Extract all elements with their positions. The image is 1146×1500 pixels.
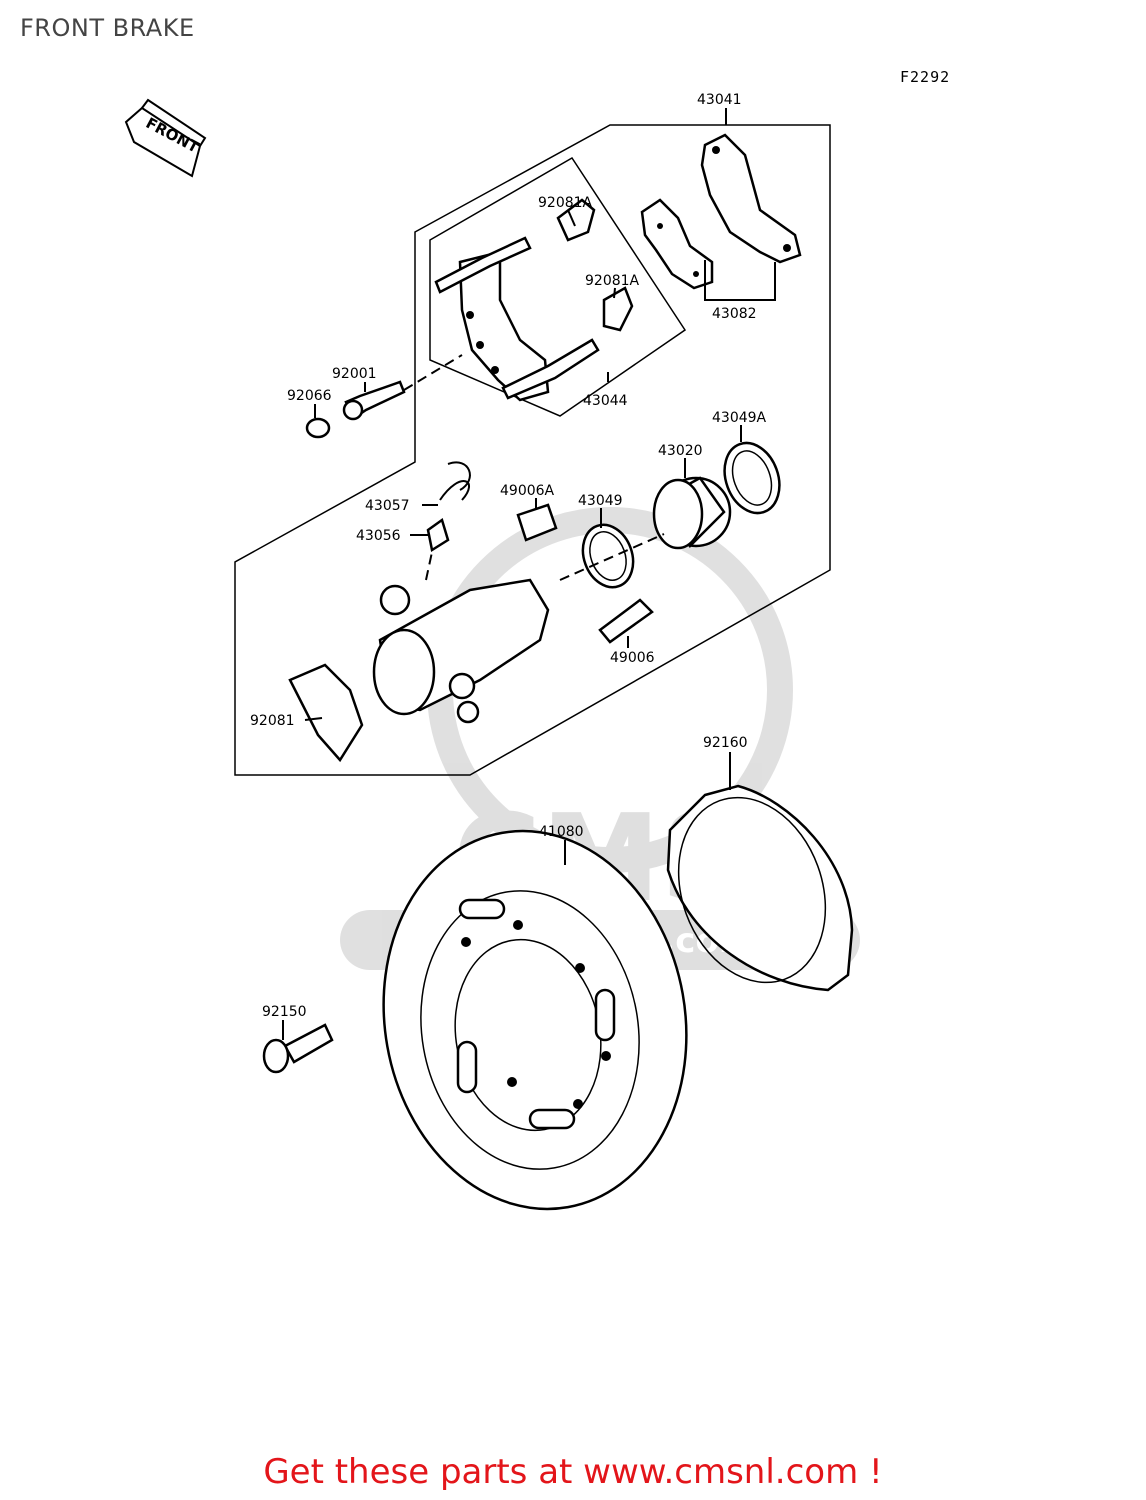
caliper-bolt: [342, 380, 406, 421]
dust-seal: [723, 441, 781, 515]
part-label: 43057: [365, 498, 410, 514]
page-title: FRONT BRAKE: [20, 14, 195, 42]
leader-lines: [282, 108, 776, 1040]
caliper-spring: [288, 663, 364, 763]
part-label: 43082: [712, 306, 757, 322]
pad-spring-upper: [556, 198, 596, 242]
part-labels: 43041 92081A 92081A 43082 92001 92066 43…: [250, 92, 767, 1020]
brake-pad-inner: [640, 198, 714, 290]
caliper-assembly-outline: [234, 124, 831, 776]
part-label: 49006: [610, 650, 655, 666]
bracket-subassembly-outline: [429, 156, 687, 417]
part-label: 43049: [578, 493, 623, 509]
part-label: 92081A: [585, 273, 640, 289]
bolt-cap: [305, 417, 331, 439]
figure-ref: F2292: [900, 68, 950, 86]
part-label: 43044: [583, 393, 628, 409]
part-label: 49006A: [500, 483, 555, 499]
brake-disc: [382, 829, 688, 1211]
front-arrow-label: FRONT: [143, 114, 203, 157]
front-direction-arrow: FRONT: [124, 98, 207, 178]
part-label: 43056: [356, 528, 401, 544]
bleeder-valve: [426, 517, 450, 553]
part-label: 43020: [658, 443, 703, 459]
dust-boot-small: [516, 503, 558, 542]
caliper-body: [372, 578, 550, 724]
part-label: 92001: [332, 366, 377, 382]
pad-spring-lower: [602, 286, 634, 332]
part-label: 92081: [250, 713, 295, 729]
part-label: 92081A: [538, 195, 593, 211]
part-label: 43041: [697, 92, 742, 108]
slide-pin: [598, 598, 654, 644]
caliper-bracket: [434, 236, 600, 402]
caliper-piston: [652, 476, 732, 550]
bleeder-cap: [439, 461, 471, 501]
brake-pad-outer: [700, 133, 802, 264]
part-label: 43049A: [712, 410, 767, 426]
disc-bolt: [262, 1023, 334, 1074]
piston-seal: [581, 523, 635, 589]
part-label: 92150: [262, 1004, 307, 1020]
part-label: 41080: [539, 824, 584, 840]
footer-promo-link[interactable]: Get these parts at www.cmsnl.com !: [263, 1452, 883, 1492]
part-label: 92160: [703, 735, 748, 751]
disc-ring: [666, 784, 854, 992]
part-label: 92066: [287, 388, 332, 404]
